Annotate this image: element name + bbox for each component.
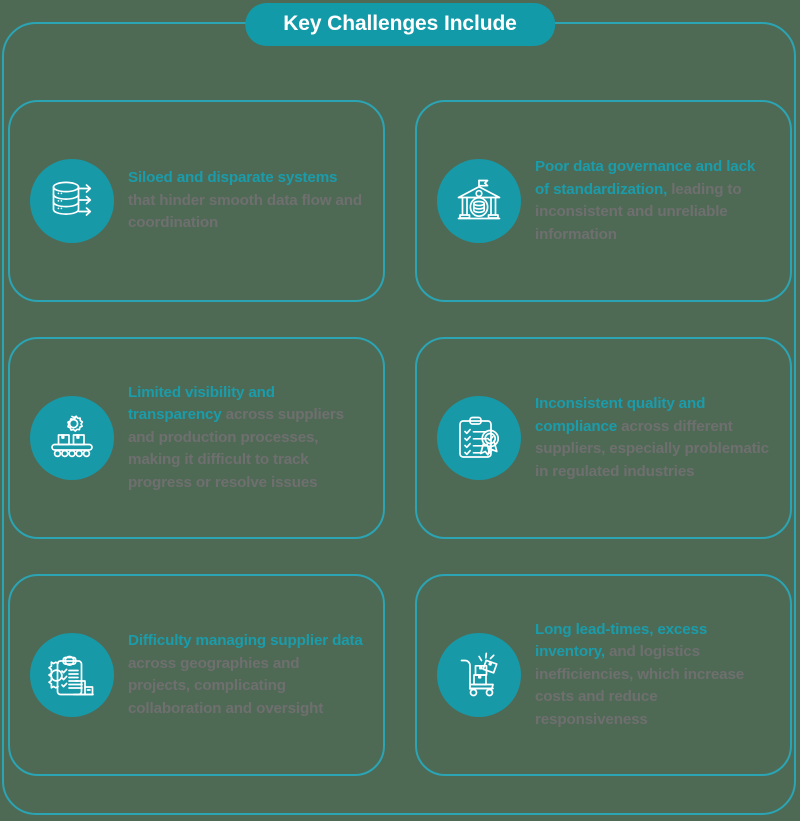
challenge-body: across different suppliers, especially p… — [535, 417, 769, 480]
challenge-highlight: Inconsistent quality and compliance — [535, 395, 706, 435]
clipboard-gear-building-icon — [30, 633, 114, 717]
challenge-highlight: Siloed and disparate systems — [128, 169, 338, 187]
challenge-body: across suppliers and production processe… — [128, 406, 344, 491]
challenge-card-supplier-data: Difficulty managing supplier data across… — [8, 574, 385, 776]
conveyor-belt-gear-icon — [30, 396, 114, 480]
challenge-highlight: Limited visibility and transparency — [128, 383, 275, 424]
challenge-card-text: Difficulty managing supplier data across… — [128, 630, 369, 720]
challenge-highlight: Difficulty managing supplier data — [128, 632, 363, 649]
challenge-body: across geographies and projects, complic… — [128, 654, 324, 717]
challenge-body: leading to inconsistent and unreliable i… — [535, 180, 742, 243]
challenge-card-data-governance: Poor data governance and lack of standar… — [415, 100, 792, 302]
government-building-data-icon — [437, 159, 521, 243]
challenge-card-limited-visibility: Limited visibility and transparency acro… — [8, 337, 385, 539]
challenge-body: that hinder smooth data flow and coordin… — [128, 191, 362, 232]
challenge-card-text: Limited visibility and transparency acro… — [128, 382, 369, 495]
challenge-card-siloed-systems: Siloed and disparate systems that hinder… — [8, 100, 385, 302]
challenge-card-grid: Siloed and disparate systems that hinder… — [8, 100, 792, 776]
clipboard-award-ribbon-icon — [437, 396, 521, 480]
challenge-card-lead-times: Long lead-times, excess inventory, and l… — [415, 574, 792, 776]
challenge-card-text: Inconsistent quality and compliance acro… — [535, 393, 776, 483]
page-title: Key Challenges Include — [245, 3, 555, 47]
challenge-card-text: Poor data governance and lack of standar… — [535, 156, 776, 246]
hand-truck-boxes-icon — [437, 633, 521, 717]
challenge-highlight: Poor data governance and lack of standar… — [535, 158, 756, 198]
challenge-card-text: Siloed and disparate systems that hinder… — [128, 167, 369, 235]
challenge-highlight: Long lead-times, excess inventory, — [535, 620, 708, 661]
database-stack-arrows-icon — [30, 159, 114, 243]
challenge-card-text: Long lead-times, excess inventory, and l… — [535, 619, 776, 732]
challenge-body: and logistics inefficiencies, which incr… — [535, 643, 745, 728]
challenge-card-quality-compliance: Inconsistent quality and compliance acro… — [415, 337, 792, 539]
